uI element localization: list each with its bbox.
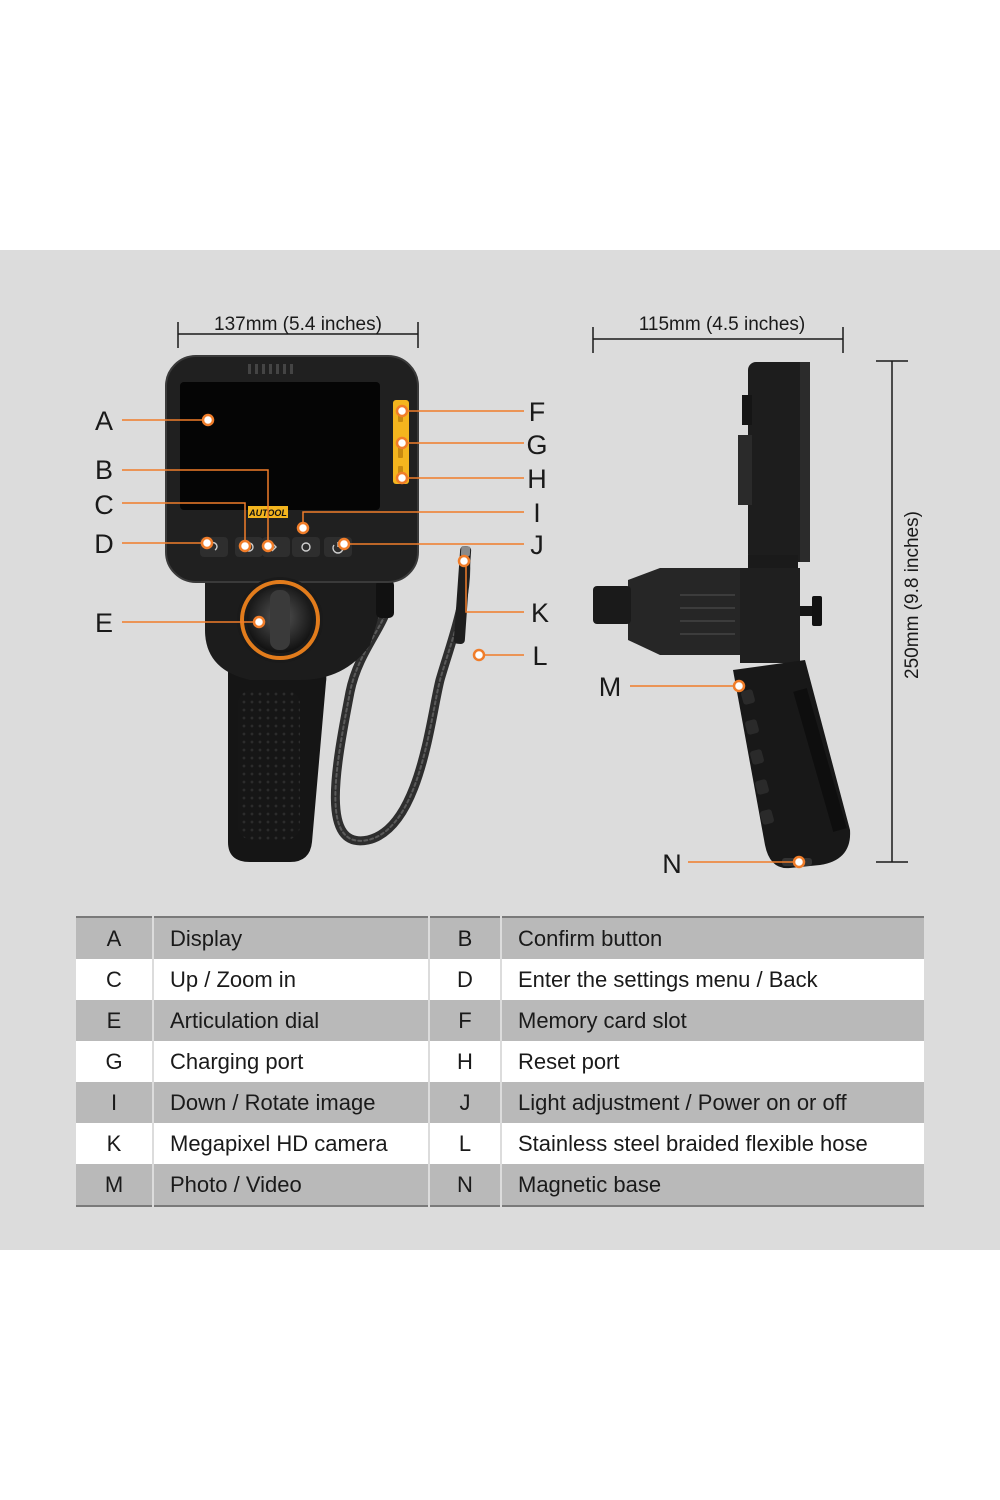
callout-g: G — [526, 430, 547, 460]
callout-j: J — [530, 530, 544, 560]
side-view-device — [593, 362, 851, 869]
front-buttons — [200, 537, 352, 557]
part-label: Magnetic base — [501, 1164, 924, 1206]
side-head — [748, 362, 810, 562]
part-label: Reset port — [501, 1041, 924, 1082]
part-letter: K — [76, 1123, 154, 1164]
part-letter: C — [76, 959, 154, 1000]
part-letter: H — [429, 1041, 502, 1082]
part-label: Articulation dial — [153, 1000, 430, 1041]
product-diagram: 137mm (5.4 inches) 115mm (4.5 inches) 25… — [94, 314, 923, 879]
front-width-dimension: 137mm (5.4 inches) — [177, 314, 419, 348]
callout-h: H — [527, 464, 547, 494]
part-label: Up / Zoom in — [153, 959, 430, 1000]
part-label: Charging port — [153, 1041, 430, 1082]
callout-l: L — [532, 641, 547, 671]
callout-d: D — [94, 529, 114, 559]
camera-probe — [453, 546, 472, 645]
part-letter: G — [76, 1041, 154, 1082]
part-label: Light adjustment / Power on or off — [501, 1082, 924, 1123]
part-label: Photo / Video — [153, 1164, 430, 1206]
part-label: Stainless steel braided flexible hose — [501, 1123, 924, 1164]
callout-m: M — [599, 672, 622, 702]
side-width-dimension: 115mm (4.5 inches) — [592, 314, 844, 353]
diagram-panel: 137mm (5.4 inches) 115mm (4.5 inches) 25… — [0, 250, 1000, 1250]
front-view-device: AUTOOL — [165, 355, 472, 862]
part-letter: N — [429, 1164, 502, 1206]
part-letter: B — [429, 917, 502, 959]
part-label: Memory card slot — [501, 1000, 924, 1041]
front-width-label: 137mm (5.4 inches) — [214, 314, 382, 335]
callout-dots — [200, 404, 806, 869]
callout-a: A — [95, 406, 113, 436]
table-row: E Articulation dial F Memory card slot — [76, 1000, 924, 1041]
callout-f: F — [529, 397, 546, 427]
table-row: A Display B Confirm button — [76, 917, 924, 959]
part-letter: D — [429, 959, 502, 1000]
table-row: I Down / Rotate image J Light adjustment… — [76, 1082, 924, 1123]
part-label: Down / Rotate image — [153, 1082, 430, 1123]
callout-letters: A B C D E F G H I J K L M N — [94, 397, 682, 879]
callout-n: N — [662, 849, 682, 879]
camera-nose — [593, 586, 631, 624]
callout-leaders — [122, 410, 798, 863]
table-row: M Photo / Video N Magnetic base — [76, 1164, 924, 1206]
callout-b: B — [95, 455, 113, 485]
height-dimension: 250mm (9.8 inches) — [876, 360, 923, 863]
part-letter: M — [76, 1164, 154, 1206]
part-label: Confirm button — [501, 917, 924, 959]
part-letter: E — [76, 1000, 154, 1041]
height-label: 250mm (9.8 inches) — [902, 511, 923, 679]
part-label: Enter the settings menu / Back — [501, 959, 924, 1000]
part-letter: A — [76, 917, 154, 959]
table-row: K Megapixel HD camera L Stainless steel … — [76, 1123, 924, 1164]
part-letter: I — [76, 1082, 154, 1123]
table-row: C Up / Zoom in D Enter the settings menu… — [76, 959, 924, 1000]
display-screen — [180, 382, 380, 510]
side-width-label: 115mm (4.5 inches) — [639, 314, 806, 335]
callout-c: C — [94, 490, 114, 520]
rotate-icon — [301, 542, 311, 552]
rotate-button[interactable] — [292, 537, 320, 557]
part-label: Display — [153, 917, 430, 959]
part-letter: F — [429, 1000, 502, 1041]
part-letter: J — [429, 1082, 502, 1123]
part-label: Megapixel HD camera — [153, 1123, 430, 1164]
part-letter: L — [429, 1123, 502, 1164]
callout-i: I — [533, 498, 541, 528]
table-row: G Charging port H Reset port — [76, 1041, 924, 1082]
callout-k: K — [531, 598, 549, 628]
parts-legend-table: A Display B Confirm button C Up / Zoom i… — [76, 916, 924, 1207]
callout-e: E — [95, 608, 113, 638]
